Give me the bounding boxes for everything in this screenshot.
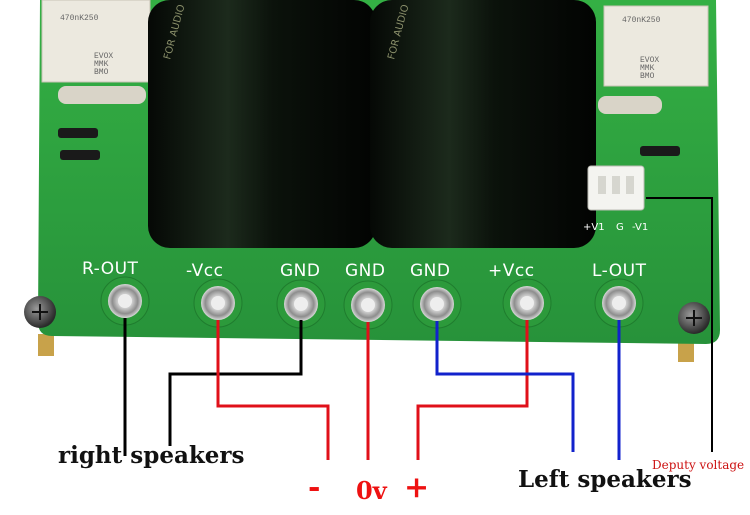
terminal-label-gnd-3: GND <box>410 261 450 281</box>
caption-left-speakers: Left speakers <box>518 466 692 493</box>
terminal-gnd-1 <box>276 279 326 329</box>
wire-gnd-3 <box>435 321 575 452</box>
wire-deputy-voltage <box>646 197 713 452</box>
terminal-label-gnd-2: GND <box>345 261 385 281</box>
standoff <box>38 334 54 356</box>
terminal-r-out <box>100 276 150 326</box>
film-cap-text: EVOX <box>640 56 659 65</box>
terminal-gnd-2 <box>343 280 393 330</box>
film-cap-text: EVOX <box>94 52 113 61</box>
caption-plus: + <box>404 470 430 505</box>
resistor <box>598 96 662 114</box>
terminal-gnd-3 <box>412 279 462 329</box>
terminal-label-pos-vcc: +Vcc <box>488 261 535 281</box>
connector-label-pv1: +V1 <box>583 222 605 233</box>
caption-right-speakers: right speakers <box>58 442 245 469</box>
film-cap-text: BMO <box>94 68 109 77</box>
wire-pos-vcc <box>416 320 529 460</box>
terminal-label-neg-vcc: -Vcc <box>186 261 223 281</box>
film-cap-text: 470nK250 <box>60 14 99 23</box>
caption-deputy-voltage: Deputy voltage <box>652 458 745 472</box>
wire-gnd-1 <box>168 320 303 446</box>
diode <box>640 146 680 156</box>
connector-pin <box>598 176 606 194</box>
terminal-label-r-out: R-OUT <box>82 259 139 279</box>
film-cap-text: MMK <box>640 64 655 73</box>
diode <box>58 128 98 138</box>
electrolytic-capacitor <box>148 0 376 248</box>
wire-neg-vcc <box>216 320 330 460</box>
film-cap-text: BMO <box>640 72 655 81</box>
diode <box>60 150 100 160</box>
connector-pin <box>612 176 620 194</box>
terminal-pos-vcc <box>502 278 552 328</box>
film-cap-text: MMK <box>94 60 109 69</box>
film-capacitor <box>603 5 709 87</box>
terminal-label-gnd-1: GND <box>280 261 320 281</box>
caption-zero-volt: 0v <box>356 476 387 505</box>
connector-label-mv1: -V1 <box>632 222 648 233</box>
film-capacitor <box>41 0 151 83</box>
connector-label-g: G <box>616 222 624 233</box>
film-cap-text: 470nK250 <box>622 16 661 25</box>
caption-minus: - <box>308 470 321 505</box>
connector-pin <box>626 176 634 194</box>
resistor <box>58 86 146 104</box>
standoff <box>678 340 694 362</box>
terminal-l-out <box>594 278 644 328</box>
terminal-neg-vcc <box>193 278 243 328</box>
terminal-label-l-out: L-OUT <box>592 261 647 281</box>
electrolytic-capacitor <box>370 0 596 248</box>
